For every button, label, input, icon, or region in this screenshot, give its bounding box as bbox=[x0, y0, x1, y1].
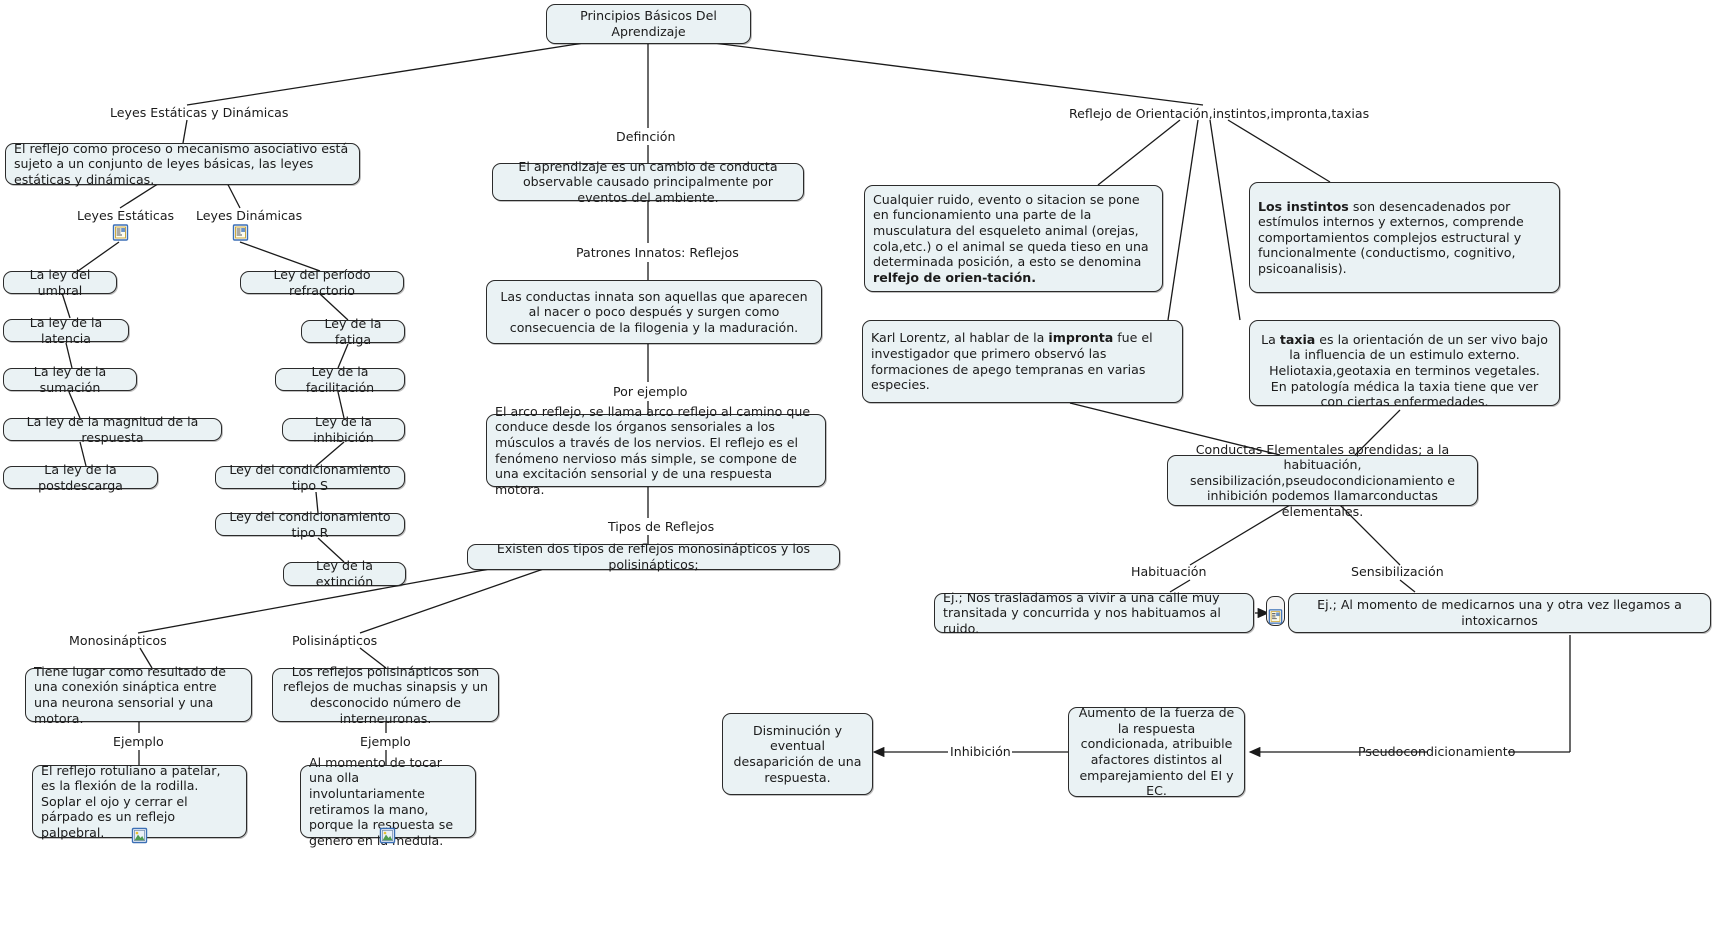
impronta-text-bold: impronta bbox=[1048, 330, 1114, 346]
picture-icon-glyph bbox=[379, 827, 396, 844]
node-leyes-intro[interactable]: El reflejo como proceso o mecanismo asoc… bbox=[5, 140, 360, 187]
node-habituacion-ejemplo-label: Ej.; Nos trasladamos a vivir a una calle… bbox=[943, 589, 1221, 636]
link-label-ejemplo-poli: Ejemplo bbox=[360, 734, 411, 749]
link-label-por-ejemplo: Por ejemplo bbox=[613, 384, 688, 399]
taxia-text-pre: La bbox=[1261, 331, 1280, 347]
node-monosinapticos-def-label: Tiene lugar como resultado de una conexi… bbox=[34, 663, 227, 726]
node-ley-cond-r-label: Ley del condicionamiento tipo R bbox=[229, 508, 391, 540]
node-ley-umbral[interactable]: La ley del umbral bbox=[3, 267, 117, 298]
node-impronta-def[interactable]: Karl Lorentz, al hablar de la impronta f… bbox=[862, 320, 1183, 403]
node-disminucion-label: Disminución y eventual desaparición de u… bbox=[733, 722, 862, 785]
document-icon[interactable] bbox=[232, 224, 249, 241]
node-aumento-fuerza[interactable]: Aumento de la fuerza de la respuesta con… bbox=[1068, 705, 1245, 799]
node-ley-fatiga[interactable]: Ley de la fatiga bbox=[301, 316, 405, 347]
document-icon[interactable] bbox=[112, 224, 129, 241]
node-mono-ejemplo-label: El reflejo rotuliano a patelar, es la fl… bbox=[41, 762, 221, 840]
link-label-definicion: Definción bbox=[616, 129, 676, 144]
annotation-document-icon[interactable] bbox=[1266, 596, 1285, 626]
link-label-pseudocondicionamiento: Pseudocondicionamiento bbox=[1358, 744, 1516, 759]
link-label-polisinapticos: Polisinápticos bbox=[292, 633, 378, 648]
node-instintos-def[interactable]: Los instintos son desencadenados por est… bbox=[1249, 182, 1560, 293]
node-ley-inhibicion[interactable]: Ley de la inhibición bbox=[282, 414, 405, 445]
node-polisinapticos-def-label: Los reflejos polisinápticos son reflejos… bbox=[282, 663, 489, 726]
node-tipos-reflejos[interactable]: Existen dos tipos de reflejos monosinápt… bbox=[467, 541, 840, 572]
link-label-leyes-dinamicas: Leyes Dinámicas bbox=[196, 208, 303, 223]
node-taxia-text: La taxia es la orientación de un ser viv… bbox=[1258, 316, 1551, 410]
node-root-label: Principios Básicos Del Aprendizaje bbox=[580, 8, 717, 39]
instintos-text-bold: Los instintos bbox=[1258, 198, 1349, 214]
node-aumento-fuerza-label: Aumento de la fuerza de la respuesta con… bbox=[1078, 705, 1235, 799]
node-ley-latencia-label: La ley de la latencia bbox=[29, 314, 103, 346]
node-poli-ejemplo[interactable]: Al momento de tocar una olla involuntari… bbox=[300, 755, 476, 848]
node-definicion[interactable]: El aprendizaje es un cambio de conducta … bbox=[492, 159, 804, 205]
document-icon-glyph bbox=[112, 224, 129, 241]
node-instintos-text: Los instintos son desencadenados por est… bbox=[1258, 199, 1551, 277]
node-ley-magnitud-label: La ley de la magnitud de la respuesta bbox=[26, 413, 199, 445]
node-conductas-elementales-label: Conductas Elementales aprendidas; a la h… bbox=[1189, 441, 1456, 519]
ruido-text-bold: relfejo de orien-tación. bbox=[873, 269, 1036, 285]
picture-icon[interactable] bbox=[379, 827, 396, 844]
node-ley-sumacion-label: La ley de la sumación bbox=[33, 363, 107, 395]
link-label-inhibicion: Inhibición bbox=[950, 744, 1011, 759]
node-ley-inhibicion-label: Ley de la inhibición bbox=[313, 413, 374, 445]
node-ley-cond-r[interactable]: Ley del condicionamiento tipo R bbox=[215, 509, 405, 540]
node-arco-reflejo-label: El arco reflejo, se llama arco reflejo a… bbox=[495, 403, 811, 497]
taxia-text-post: es la orientación de un ser vivo bajo la… bbox=[1269, 331, 1548, 410]
link-label-reflejo-orientacion: Reflejo de Orientación,instintos,impront… bbox=[1069, 106, 1370, 121]
node-ley-refractorio[interactable]: Ley del período refractorio bbox=[240, 267, 404, 298]
node-tipos-reflejos-label: Existen dos tipos de reflejos monosinápt… bbox=[496, 541, 811, 572]
link-label-monosinapticos: Monosinápticos bbox=[69, 633, 167, 648]
link-label-patrones-innatos: Patrones Innatos: Reflejos bbox=[576, 245, 739, 260]
node-conductas-innatas[interactable]: Las conductas innata son aquellas que ap… bbox=[486, 280, 822, 344]
link-label-ejemplo-mono: Ejemplo bbox=[113, 734, 164, 749]
node-monosinapticos-def[interactable]: Tiene lugar como resultado de una conexi… bbox=[25, 664, 252, 726]
node-conductas-elementales[interactable]: Conductas Elementales aprendidas; a la h… bbox=[1167, 442, 1478, 519]
node-ley-postdescarga[interactable]: La ley de la postdescarga bbox=[3, 462, 158, 493]
node-ley-cond-s-label: Ley del condicionamiento tipo S bbox=[229, 461, 391, 493]
node-ley-facilitacion-label: Ley de la facilitación bbox=[305, 363, 375, 395]
node-ley-refractorio-label: Ley del período refractorio bbox=[273, 266, 371, 298]
node-ley-sumacion[interactable]: La ley de la sumación bbox=[3, 364, 137, 395]
node-ley-umbral-label: La ley del umbral bbox=[29, 266, 91, 298]
node-sensibilizacion-ejemplo[interactable]: Ej.; Al momento de medicarnos una y otra… bbox=[1288, 593, 1711, 633]
node-ley-magnitud[interactable]: La ley de la magnitud de la respuesta bbox=[3, 414, 222, 445]
node-sensibilizacion-ejemplo-label: Ej.; Al momento de medicarnos una y otra… bbox=[1317, 597, 1682, 628]
node-habituacion-ejemplo[interactable]: Ej.; Nos trasladamos a vivir a una calle… bbox=[934, 590, 1254, 636]
node-reflejo-orientacion-text: Cualquier ruido, evento o sitacion se po… bbox=[873, 192, 1154, 286]
node-poli-ejemplo-label: Al momento de tocar una olla involuntari… bbox=[309, 754, 454, 848]
instintos-text-post: son desencadenados por estímulos interno… bbox=[1258, 198, 1524, 276]
node-root[interactable]: Principios Básicos Del Aprendizaje bbox=[546, 4, 751, 44]
link-label-tipos-de-reflejos: Tipos de Reflejos bbox=[608, 519, 715, 534]
node-arco-reflejo[interactable]: El arco reflejo, se llama arco reflejo a… bbox=[486, 404, 826, 497]
ruido-text-pre: Cualquier ruido, evento o sitacion se po… bbox=[873, 191, 1149, 270]
link-label-leyes-estaticas-dinamicas: Leyes Estáticas y Dinámicas bbox=[110, 105, 289, 120]
node-ley-extincion-label: Ley de la extinción bbox=[315, 558, 374, 589]
node-ley-latencia[interactable]: La ley de la latencia bbox=[3, 315, 129, 346]
node-taxia-def[interactable]: La taxia es la orientación de un ser viv… bbox=[1249, 320, 1560, 409]
node-ley-cond-s[interactable]: Ley del condicionamiento tipo S bbox=[215, 462, 405, 493]
impronta-text-pre: Karl Lorentz, al hablar de la bbox=[871, 330, 1049, 346]
link-label-sensibilizacion: Sensibilización bbox=[1351, 564, 1444, 579]
node-ley-extincion[interactable]: Ley de la extinción bbox=[283, 558, 406, 589]
node-ley-postdescarga-label: La ley de la postdescarga bbox=[38, 461, 123, 493]
impronta-text-post: fue el investigador que primero observó … bbox=[871, 330, 1153, 393]
node-ley-facilitacion[interactable]: Ley de la facilitación bbox=[275, 364, 405, 395]
node-reflejo-orientacion-def[interactable]: Cualquier ruido, evento o sitacion se po… bbox=[864, 185, 1163, 292]
picture-icon[interactable] bbox=[131, 827, 148, 844]
taxia-text-bold: taxia bbox=[1279, 331, 1316, 347]
document-icon-glyph bbox=[232, 224, 249, 241]
link-label-habituacion: Habituación bbox=[1131, 564, 1207, 579]
link-label-leyes-estaticas: Leyes Estáticas bbox=[77, 208, 175, 223]
node-ley-fatiga-label: Ley de la fatiga bbox=[324, 315, 382, 347]
node-definicion-label: El aprendizaje es un cambio de conducta … bbox=[518, 158, 778, 205]
node-leyes-intro-label: El reflejo como proceso o mecanismo asoc… bbox=[14, 140, 349, 187]
document-icon-glyph bbox=[1268, 609, 1283, 624]
node-impronta-text: Karl Lorentz, al hablar de la impronta f… bbox=[871, 330, 1174, 392]
node-disminucion[interactable]: Disminución y eventual desaparición de u… bbox=[722, 713, 873, 795]
node-polisinapticos-def[interactable]: Los reflejos polisinápticos son reflejos… bbox=[272, 664, 499, 726]
node-conductas-innatas-label: Las conductas innata son aquellas que ap… bbox=[500, 288, 808, 335]
picture-icon-glyph bbox=[131, 827, 148, 844]
